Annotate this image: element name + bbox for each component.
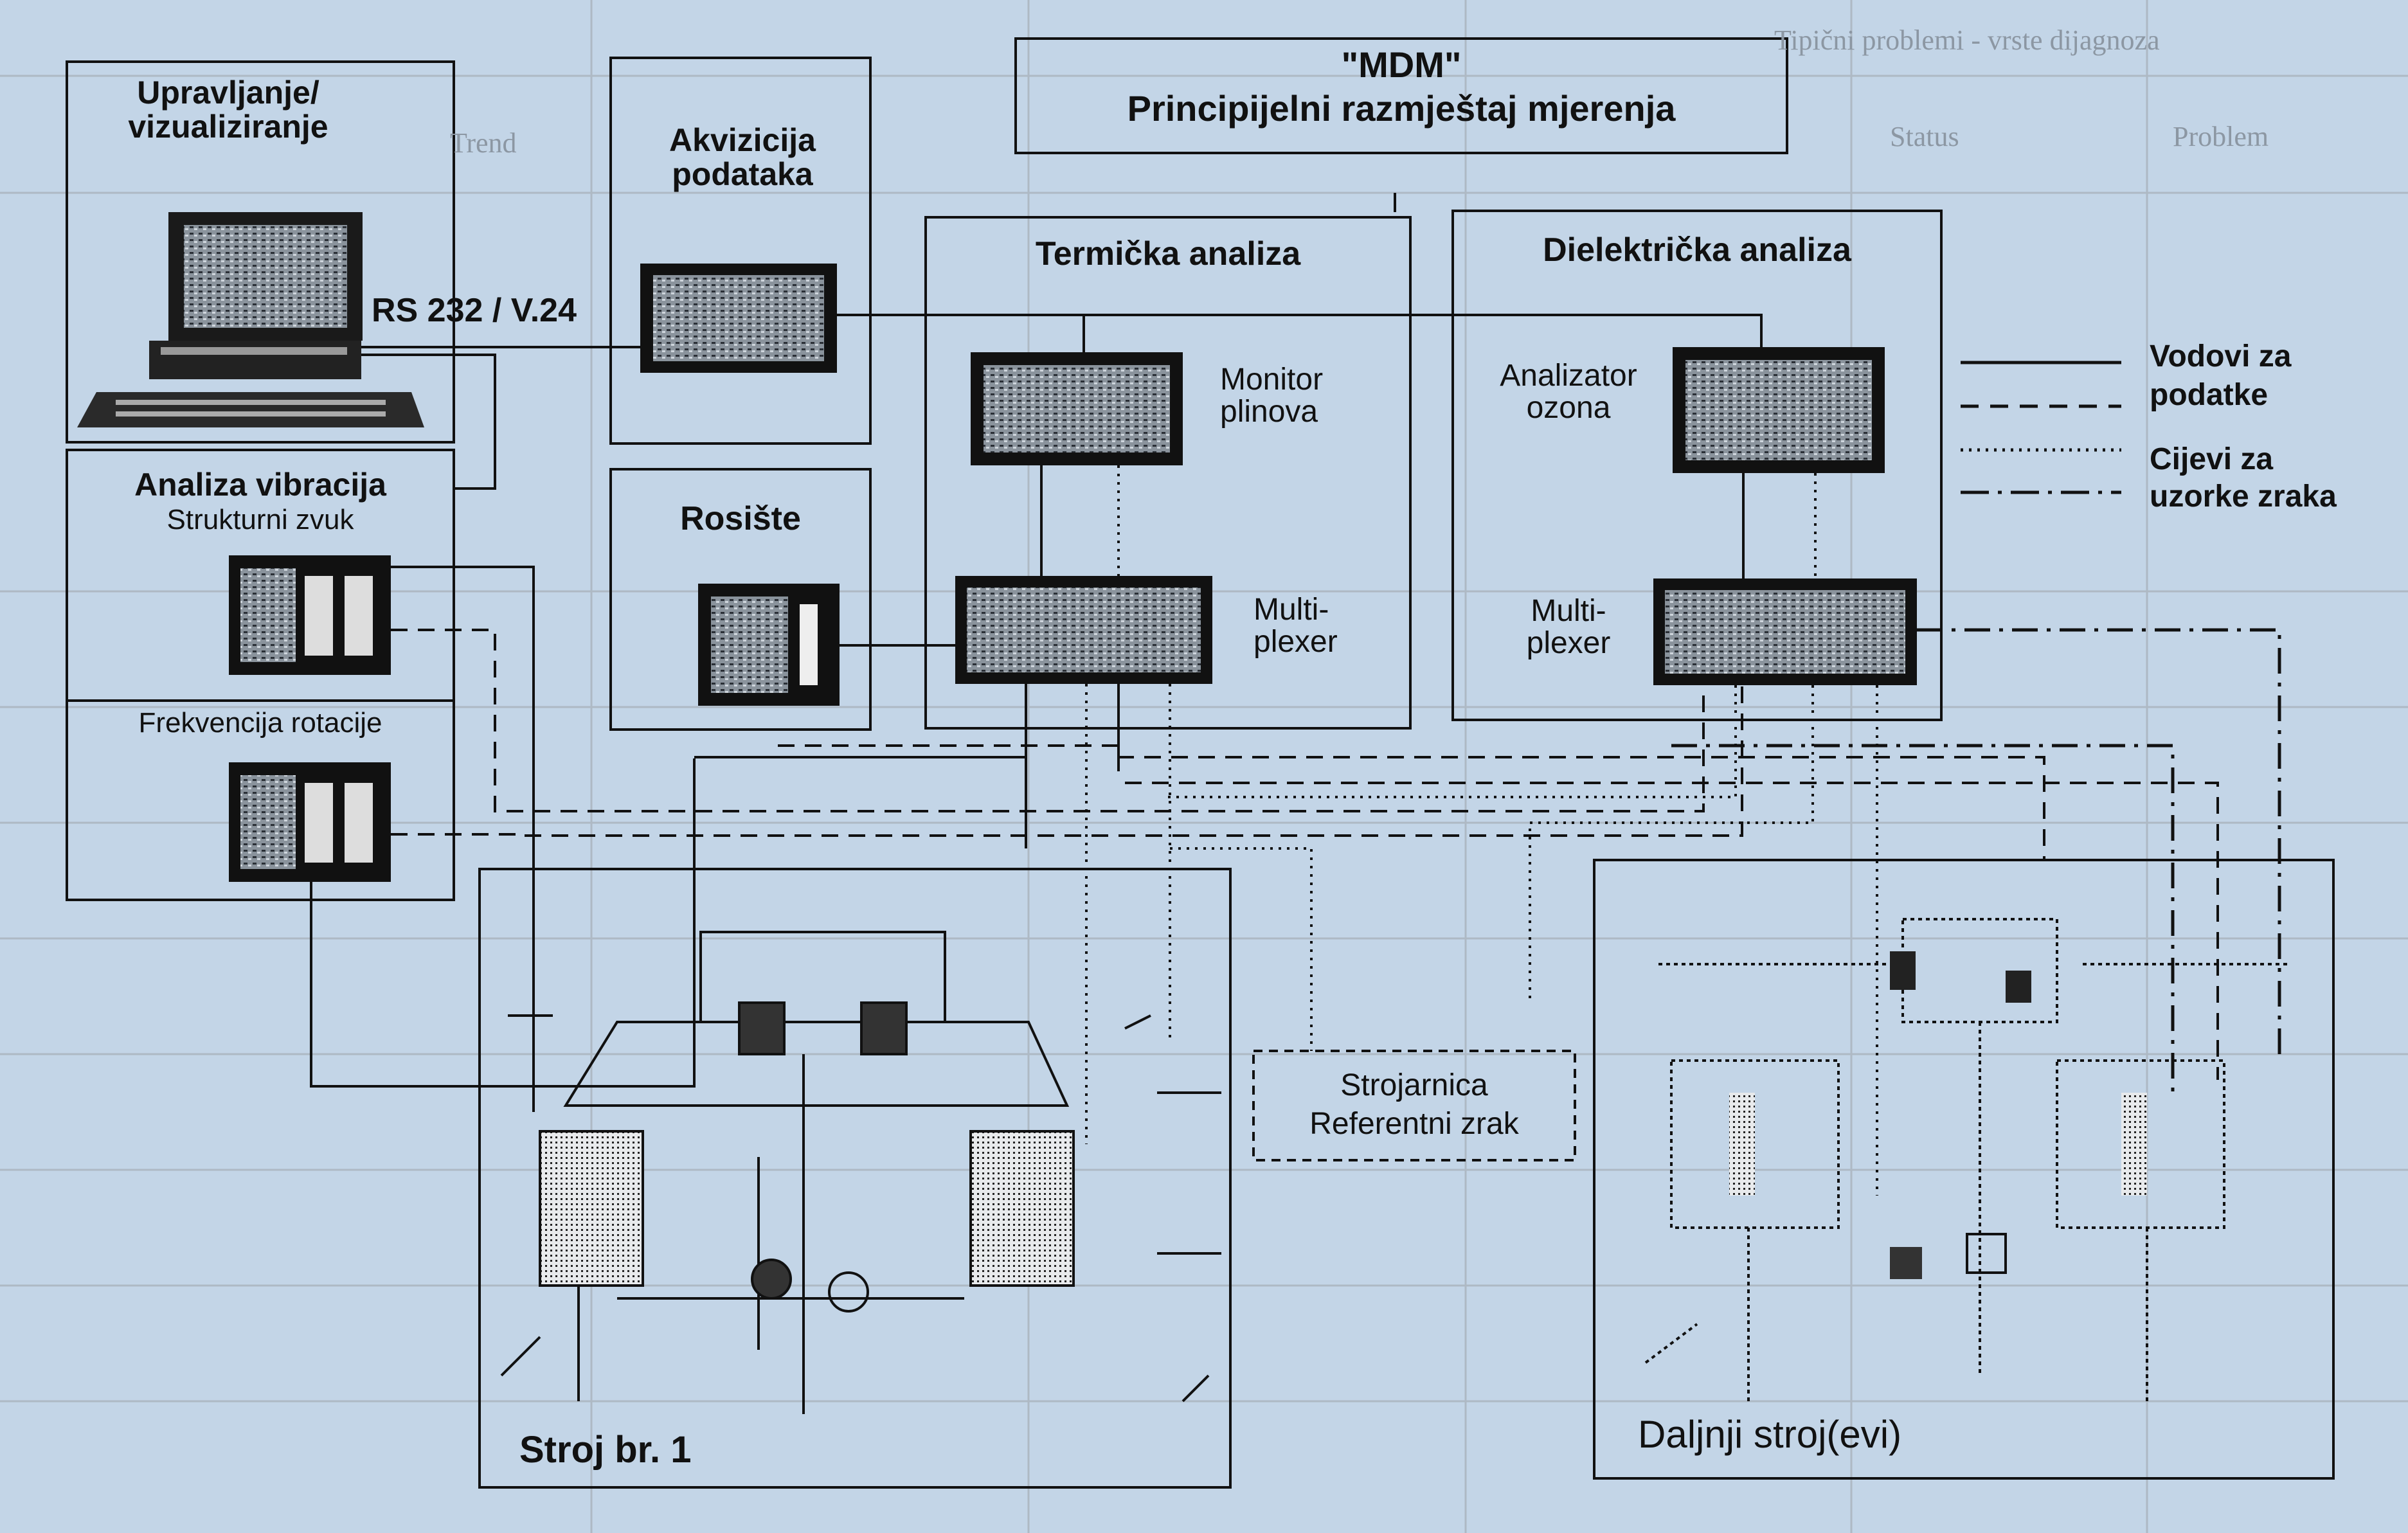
- legend-data-lines-label-2: podatke: [2150, 378, 2269, 412]
- legend-air-pipes-label-1: Cijevi za: [2150, 442, 2274, 476]
- vibration-block: [66, 449, 455, 901]
- acquisition-label: Akvizicija podataka: [669, 122, 816, 192]
- more-machines-parts: [1729, 951, 2147, 1279]
- machine-1-label: Stroj br. 1: [519, 1429, 692, 1471]
- ozone-analyzer-label: Analizator ozona: [1500, 359, 1637, 426]
- more-machines-frame: [1593, 859, 2335, 1480]
- dielectric-block: [1451, 210, 1943, 721]
- ozone-analyzer-device: [1673, 347, 1885, 473]
- background-col-trend: Trend: [450, 127, 517, 159]
- thermal-analysis-label: Termička analiza: [1035, 235, 1301, 273]
- dewpoint-label: Rosište: [680, 500, 801, 537]
- background-col-problem: Problem: [2173, 121, 2269, 152]
- multiplexer-1-device: [955, 576, 1212, 684]
- dewpoint-block: [609, 468, 872, 731]
- background-col-status: Status: [1890, 121, 1959, 152]
- reference-air-label: Referentni zrak: [1309, 1107, 1519, 1141]
- rotation-frequency-device: [229, 762, 391, 882]
- thermal-block: [924, 216, 1412, 730]
- machine-1-frame: [478, 868, 1232, 1489]
- title-box: [1014, 37, 1788, 154]
- dewpoint-device: [698, 584, 840, 706]
- legend-data-lines-label-1: Vodovi za: [2150, 339, 2292, 373]
- acquisition-block: [609, 57, 872, 445]
- dielectric-analysis-label: Dielektrička analiza: [1543, 231, 1851, 269]
- more-machines-label: Daljnji stroj(evi): [1638, 1413, 1902, 1456]
- machine-room-label: Strojarnica: [1340, 1068, 1488, 1102]
- sample-dashdot-lines: [1671, 628, 2281, 1093]
- diagram-title-line1: "MDM": [1341, 44, 1462, 85]
- diagram-title-line2: Principijelni razmještaj mjerenja: [1127, 88, 1676, 129]
- control-block: [66, 60, 455, 444]
- block-outlines: [66, 37, 2335, 1489]
- computer-icon: [77, 212, 424, 427]
- multiplexer-1-label: Multi- plexer: [1253, 593, 1338, 659]
- structure-sound-device: [229, 555, 391, 675]
- structure-sound-label: Strukturni zvuk: [166, 504, 354, 535]
- control-label: Upravljanje/ vizualiziranje: [128, 75, 328, 145]
- background-table-header: Tipični problemi - vrste dijagnoza: [1774, 24, 2160, 56]
- acquisition-device: [640, 264, 837, 373]
- dashed-data-lines: [391, 629, 2219, 1080]
- machine-room-box: [1252, 1050, 1576, 1161]
- multiplexer-2-label: Multi- plexer: [1526, 594, 1611, 661]
- gas-monitor-label: Monitor plinova: [1220, 363, 1324, 429]
- vibration-analysis-label: Analiza vibracija: [134, 467, 386, 503]
- rs232-label: RS 232 / V.24: [372, 292, 577, 329]
- legend-air-pipes-label-2: uzorke zraka: [2150, 480, 2337, 514]
- gas-monitor-device: [971, 352, 1183, 465]
- legend-lines: [1961, 361, 2121, 494]
- multiplexer-2-device: [1653, 578, 1917, 685]
- air-sample-pipes: [1085, 465, 1878, 1196]
- machine-1-sketch: [500, 931, 1221, 1414]
- rotation-frequency-label: Frekvencija rotacije: [138, 707, 382, 739]
